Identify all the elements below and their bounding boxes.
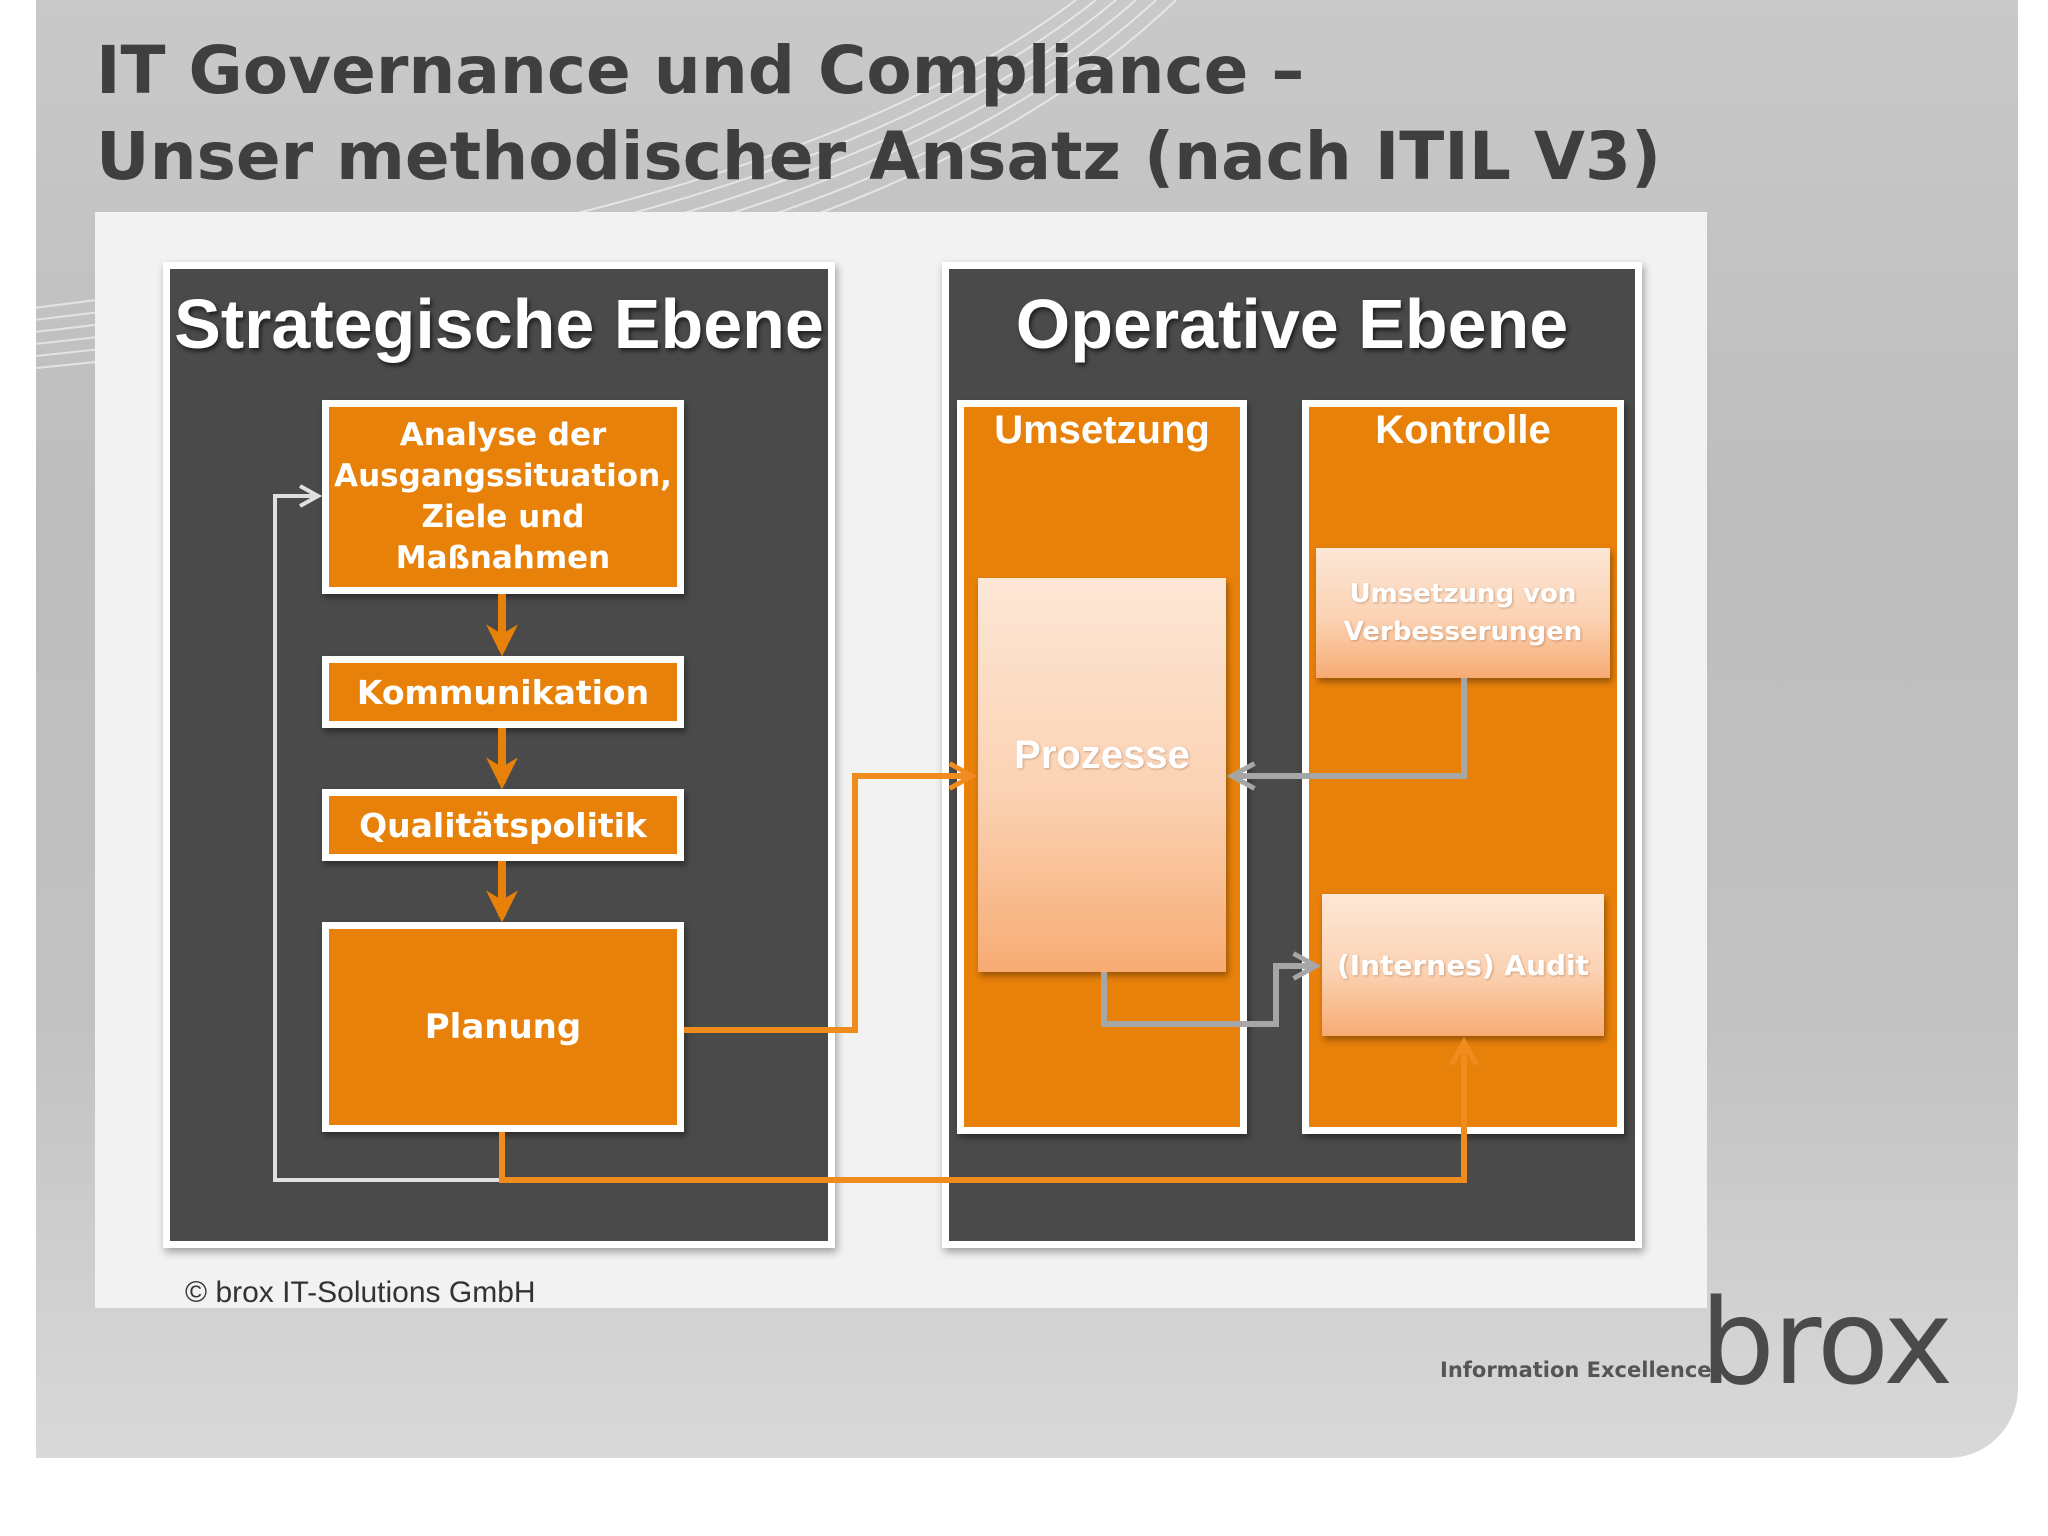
planung-box: Planung [322, 922, 684, 1132]
prozesse-label: Prozesse [1014, 732, 1190, 777]
brox-logo: brox [1700, 1273, 1953, 1411]
kontrolle-heading: Kontrolle [1375, 408, 1551, 452]
umsetzung-heading: Umsetzung [994, 408, 1210, 452]
verbesserungen-label: Umsetzung von Verbesserungen [1343, 579, 1583, 647]
brand-tagline: Information Excellence [1440, 1358, 1712, 1382]
verbesserungen-box: Umsetzung von Verbesserungen [1316, 548, 1610, 678]
title-line-1: IT Governance und Compliance – [96, 32, 1305, 109]
analyse-box: Analyse der Ausgangssituation, Ziele und… [322, 400, 684, 594]
operative-level-heading: Operative Ebene [1015, 285, 1569, 363]
prozesse-box: Prozesse [978, 578, 1226, 972]
audit-label: (Internes) Audit [1336, 948, 1590, 982]
kommunikation-box: Kommunikation [322, 656, 684, 728]
kommunikation-label: Kommunikation [356, 672, 650, 712]
qualitaetspolitik-box: Qualitätspolitik [322, 789, 684, 861]
audit-box: (Internes) Audit [1322, 894, 1604, 1036]
copyright-text: © brox IT-Solutions GmbH [185, 1276, 536, 1309]
planung-label: Planung [424, 1007, 582, 1047]
analyse-label: Analyse der Ausgangssituation, Ziele und… [334, 417, 672, 576]
page-title: IT Governance und Compliance – Unser met… [96, 28, 1661, 200]
title-line-2: Unser methodischer Ansatz (nach ITIL V3) [96, 118, 1662, 195]
qualitaetspolitik-label: Qualitätspolitik [359, 805, 647, 845]
strategic-level-heading: Strategische Ebene [174, 285, 824, 363]
